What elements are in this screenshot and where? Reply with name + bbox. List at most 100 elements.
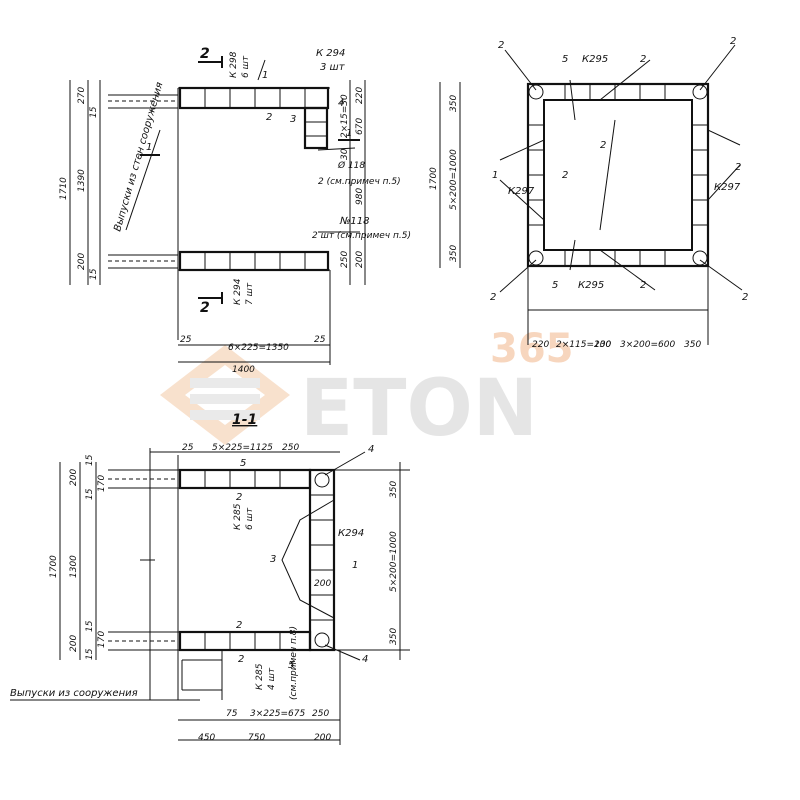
- sec-left-15d: 15: [85, 648, 95, 660]
- plan-a-label-1: 1: [262, 70, 268, 81]
- section-1-1: [10, 448, 410, 745]
- plan-b-dim-600: 3×200=600: [620, 340, 675, 350]
- plan-a-top-qty: 3 шт: [320, 62, 346, 73]
- plan-b-bottom-2a: 2: [490, 292, 496, 303]
- sec-dim-750: 750: [248, 733, 265, 743]
- plan-b-top-k295: К295: [582, 54, 608, 65]
- plan-a-label-2mid: 2: [266, 112, 272, 123]
- plan-b-bottom-k295: К295: [578, 280, 604, 291]
- sec-bottom-675: 3×225=675: [250, 709, 305, 719]
- sec-inner-2b: 2: [236, 620, 242, 631]
- plan-a-right-670: 670: [355, 118, 365, 135]
- plan-b-bottom-2c: 2: [742, 292, 748, 303]
- sec-inner-3: 3: [270, 554, 276, 565]
- sec-inner-6pcs: 6 шт: [245, 507, 255, 530]
- plan-a-right-200: 200: [355, 251, 365, 268]
- plan-b-top-5: 5: [562, 54, 568, 65]
- plan-b-bottom-2b: 2: [640, 280, 646, 291]
- plan-b-left-1700: 1700: [429, 167, 439, 190]
- plan-b-left-350: 350: [449, 95, 459, 112]
- plan-a-label-note5: 2 (см.примеч п.5): [318, 177, 401, 187]
- plan-a-section-1b: 1: [346, 128, 352, 139]
- plan-b-dim-220: 220: [532, 340, 549, 350]
- plan-a-left-1390: 1390: [77, 169, 87, 192]
- plan-b: [439, 44, 743, 345]
- plan-a-section-1a: 1: [146, 142, 152, 153]
- sec-top-4: 4: [368, 444, 374, 455]
- plan-a-bottom-1350: 6×225=1350: [228, 343, 289, 353]
- plan-a-section-2b: 2: [200, 300, 210, 316]
- plan-a-right-980: 980: [355, 188, 365, 205]
- sec-bottom-k285: К 285: [255, 663, 265, 690]
- plan-a-top-mark-2: 2: [200, 46, 210, 62]
- sec-left-15b: 15: [85, 488, 95, 500]
- sec-top-250: 250: [282, 443, 299, 453]
- sec-left-200a: 200: [69, 469, 79, 486]
- sec-right-350a: 350: [389, 481, 399, 498]
- sec-dim-450: 450: [198, 733, 215, 743]
- sec-inner-k285: К 285: [233, 503, 243, 530]
- plan-a-label-3: 3: [290, 114, 296, 125]
- sec-inner-k294: К294: [338, 528, 364, 539]
- sec-top-5: 5: [240, 458, 246, 469]
- plan-b-inner-k297b: К297: [714, 182, 741, 193]
- plan-b-top-2c: 2: [730, 36, 736, 47]
- plan-a-bottom-qty: 7 шт: [245, 282, 255, 305]
- plan-b-text: 2 5 К295 2 2 350 1700 5×200=1000 350 1 К…: [429, 36, 748, 350]
- sec-left-170b: 170: [97, 631, 107, 648]
- sec-top-25: 25: [182, 443, 194, 453]
- sec-left-200b: 200: [69, 635, 79, 652]
- sec-left-15a: 15: [85, 454, 95, 466]
- plan-a-right-250: 250: [340, 251, 350, 268]
- watermark-logo-icon: [160, 345, 290, 445]
- sec-left-170a: 170: [97, 475, 107, 492]
- plan-b-inner-1: 1: [492, 170, 498, 181]
- plan-b-inner-2c: 2: [735, 162, 741, 173]
- plan-a-left-15: 15: [89, 106, 99, 118]
- plan-b-top-2a: 2: [498, 40, 504, 51]
- watermark-top-text: 365: [490, 326, 574, 372]
- plan-b-inner-2a: 2: [562, 170, 568, 181]
- sec-bottom-250: 250: [312, 709, 329, 719]
- plan-a-label-4: 4: [338, 98, 344, 109]
- plan-a-label-d118: Ø 118: [337, 160, 365, 171]
- plan-a-left-270: 270: [77, 87, 87, 104]
- plan-a-top-k2: К 298: [229, 51, 239, 78]
- sec-top-1125: 5×225=1125: [212, 443, 273, 453]
- plan-a-left-200: 200: [77, 253, 87, 270]
- plan-a-bottom-25b: 25: [314, 335, 326, 345]
- section-1-1-text: 1-1 25 5×225=1125 250 4 5 15 200 15 170 …: [10, 412, 399, 743]
- plan-b-top-2b: 2: [640, 54, 646, 65]
- sec-outlets-note: Выпуски из сооружения: [10, 688, 138, 699]
- sec-left-15c: 15: [85, 620, 95, 632]
- sec-left-1300: 1300: [69, 555, 79, 578]
- sec-inner-1: 1: [352, 560, 358, 571]
- plan-a-top-k: К 294: [316, 48, 345, 59]
- plan-a-right-30b: 30: [340, 148, 350, 160]
- plan-b-left-350b: 350: [449, 245, 459, 262]
- plan-a-bottom-k: К 294: [233, 278, 243, 305]
- sec-dim-200: 200: [314, 733, 331, 743]
- plan-a-left-15b: 15: [89, 268, 99, 280]
- sec-inner-200: 200: [314, 579, 331, 589]
- sec-bottom-5: 5: [288, 660, 294, 671]
- plan-a-right-30: 2×15=30: [340, 94, 350, 138]
- sec-bottom-2: 2: [238, 654, 244, 665]
- plan-a-label-2pcs: 2 шт (см.примеч п.5): [312, 231, 411, 241]
- section-title: 1-1: [232, 412, 257, 428]
- plan-b-inner-2b: 2: [600, 140, 606, 151]
- watermark-main-text: ETON: [300, 364, 538, 454]
- sec-right-350b: 350: [389, 628, 399, 645]
- sec-inner-2a: 2: [236, 492, 242, 503]
- sec-bottom-note8: (см.примеч п.8): [289, 626, 299, 700]
- plan-a-label-n118: №118: [339, 216, 370, 227]
- plan-a-bottom-1400: 1400: [232, 365, 255, 375]
- sec-inner-4: 4: [362, 654, 368, 665]
- plan-b-bottom-5: 5: [552, 280, 558, 291]
- watermark: 365 ETON: [160, 326, 574, 454]
- plan-b-inner-k297a: К297: [508, 186, 535, 197]
- sec-bottom-75: 75: [226, 709, 238, 719]
- plan-a-left-1710: 1710: [59, 177, 69, 200]
- sec-bottom-4pcs: 4 шт: [267, 667, 277, 690]
